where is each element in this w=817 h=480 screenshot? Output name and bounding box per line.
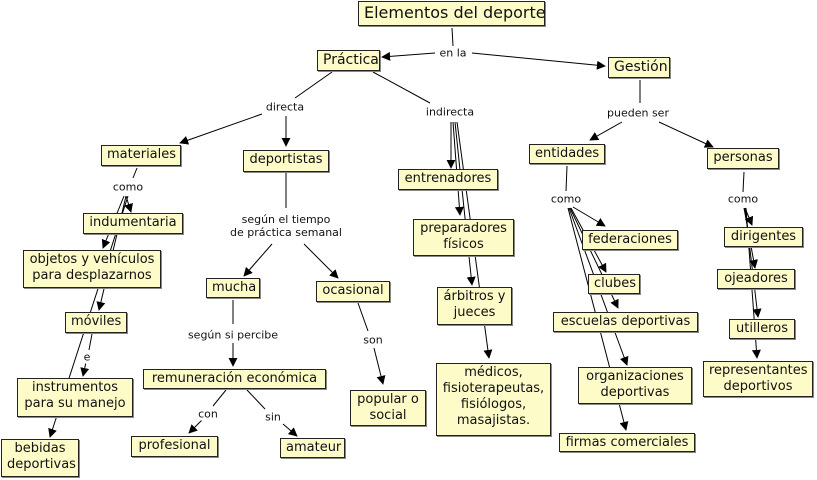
link-puedenser-personas	[658, 121, 714, 148]
node-utilleros[interactable]: utilleros	[729, 319, 795, 339]
link-personas-como	[742, 171, 745, 193]
label-en-la: en la	[437, 46, 469, 60]
node-profesional[interactable]: profesional	[131, 436, 218, 457]
label-como-entidades: como	[548, 192, 584, 206]
label-con: con	[196, 407, 220, 421]
link-sin-amateur	[282, 423, 298, 437]
node-objetos[interactable]: objetos y vehículos para desplazarnos	[23, 250, 161, 288]
link-como-federaciones	[572, 206, 606, 227]
node-arbitros[interactable]: árbitros y jueces	[437, 287, 512, 325]
node-representantes[interactable]: representantes deportivos	[703, 361, 813, 397]
label-segun-percibe: según si percibe	[185, 328, 281, 342]
link-practica-directa	[294, 71, 333, 99]
link-root-enla	[451, 27, 454, 47]
link-entidades-como	[565, 165, 568, 192]
label-como-personas: como	[725, 192, 761, 206]
node-popular[interactable]: popular o social	[350, 390, 426, 426]
node-federaciones[interactable]: federaciones	[582, 230, 678, 250]
node-moviles[interactable]: móviles	[65, 312, 127, 333]
link-moviles-e	[88, 333, 93, 351]
label-e: e	[81, 350, 93, 364]
link-directa-materiales	[179, 113, 263, 145]
node-dirigentes[interactable]: dirigentes	[724, 227, 803, 247]
node-firmas[interactable]: firmas comerciales	[559, 433, 695, 452]
link-segun-ocasional	[303, 243, 339, 279]
link-enla-gestion	[471, 52, 606, 70]
node-mucha[interactable]: mucha	[206, 278, 260, 298]
label-como-materiales: como	[110, 180, 146, 194]
link-ocasional-son	[357, 302, 369, 332]
node-medicos[interactable]: médicos, fisioterapeutas, fisiólogos, ma…	[436, 363, 551, 436]
node-ojeadores[interactable]: ojeadores	[717, 269, 795, 289]
node-materiales[interactable]: materiales	[101, 145, 181, 166]
node-deportistas[interactable]: deportistas	[243, 150, 329, 172]
node-entidades[interactable]: entidades	[529, 144, 605, 164]
link-remuneracion-con	[212, 389, 227, 407]
link-materiales-como	[132, 167, 138, 179]
label-directa: directa	[263, 100, 307, 114]
label-segun-tiempo: según el tiempo de práctica semanal	[228, 213, 344, 239]
node-instrumentos[interactable]: instrumentos para su manejo	[17, 378, 133, 417]
node-practica[interactable]: Práctica	[317, 50, 380, 71]
node-gestion[interactable]: Gestión	[608, 57, 670, 78]
link-con-profesional	[188, 419, 203, 434]
node-preparadores[interactable]: preparadores físicos	[413, 219, 514, 256]
link-puedenser-entidades	[589, 121, 623, 141]
label-indirecta: indirecta	[423, 105, 477, 119]
node-ocasional[interactable]: ocasional	[316, 281, 390, 302]
node-root[interactable]: Elementos del deporte	[358, 1, 546, 26]
link-segun-mucha	[243, 243, 273, 277]
label-son: son	[361, 333, 385, 347]
node-remuneracion[interactable]: remuneración económica	[143, 369, 326, 389]
label-pueden-ser: pueden ser	[605, 106, 671, 120]
link-enla-practica	[381, 51, 436, 61]
node-bebidas[interactable]: bebidas deportivas	[1, 439, 79, 477]
node-indumentaria[interactable]: indumentaria	[83, 213, 183, 234]
node-escuelas[interactable]: escuelas deportivas	[553, 312, 698, 332]
link-son-popular	[373, 347, 386, 385]
node-organizaciones[interactable]: organizaciones deportivas	[578, 367, 692, 404]
node-clubes[interactable]: clubes	[588, 274, 640, 294]
node-entrenadores[interactable]: entrenadores	[398, 169, 498, 190]
link-indirecta-arbitros	[454, 121, 476, 286]
link-indirecta-preparadores	[452, 121, 464, 216]
label-sin: sin	[263, 410, 283, 424]
link-remuneracion-sin	[246, 389, 266, 410]
link-e-instrumentos	[80, 361, 90, 377]
node-personas[interactable]: personas	[707, 148, 779, 169]
link-practica-indirecta	[372, 71, 431, 104]
node-amateur[interactable]: amateur	[280, 438, 345, 458]
